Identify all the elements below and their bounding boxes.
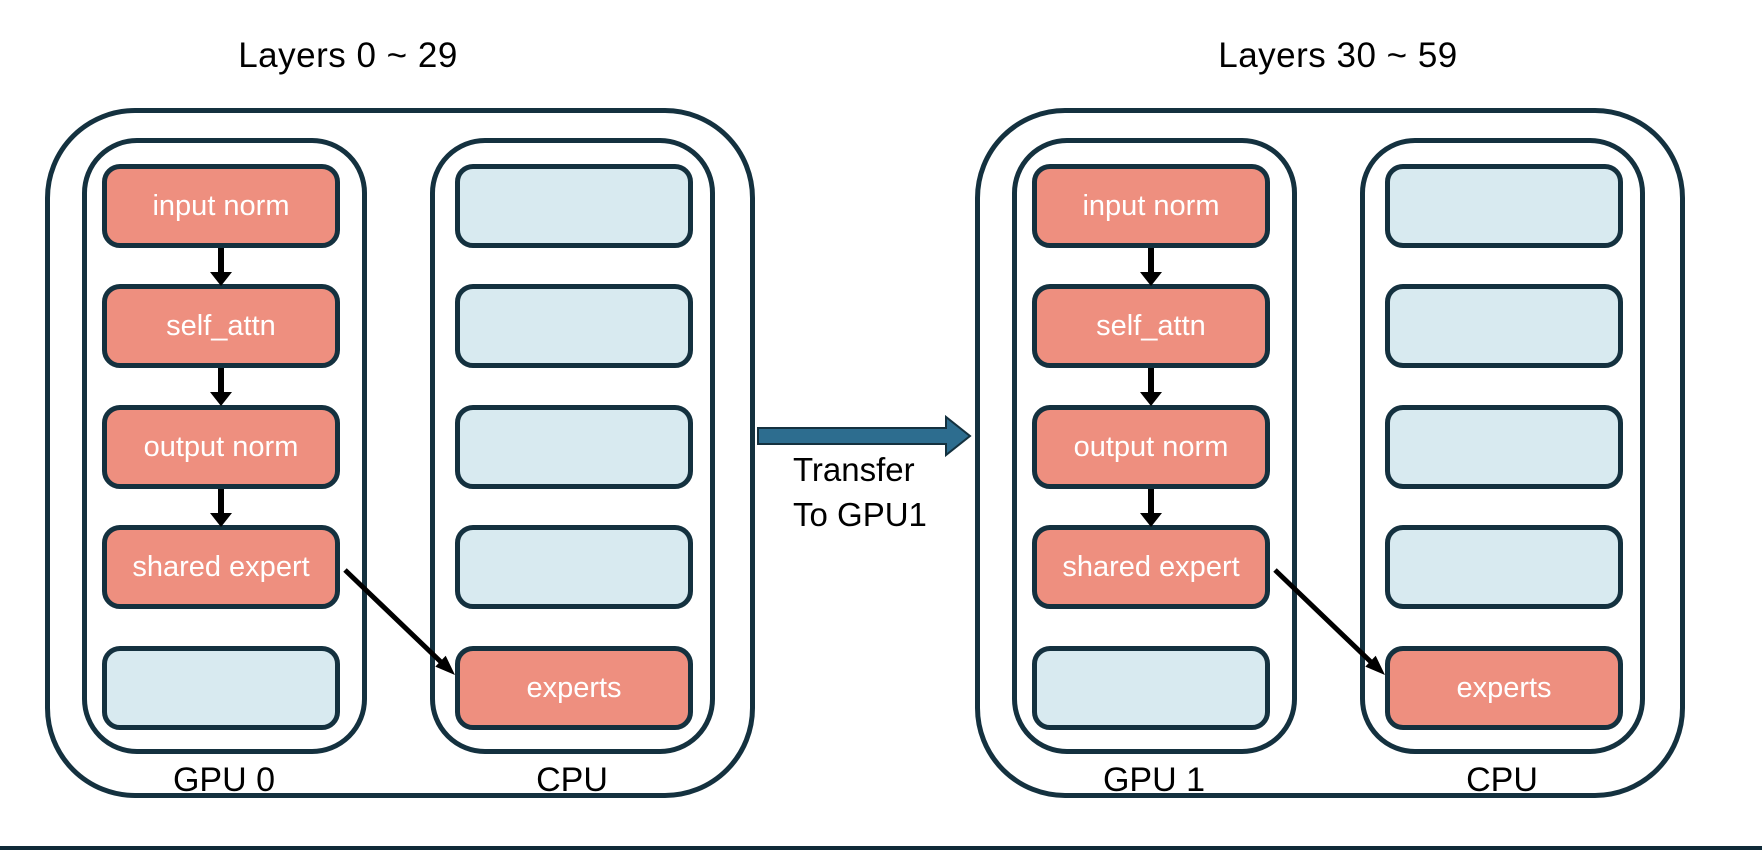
- cpu-slot-box: [1385, 525, 1623, 609]
- module-box-shared-expert: shared expert: [102, 525, 340, 609]
- cpu-slot-box: [455, 284, 693, 368]
- experts-box: experts: [1385, 646, 1623, 730]
- transfer-label-line1: Transfer: [793, 451, 915, 488]
- flow-arrow-icon: [205, 489, 237, 527]
- node-group-right: input norm self_attn output norm shared …: [975, 108, 1685, 799]
- module-box-input-norm: input norm: [1032, 164, 1270, 248]
- layer-range-title-right: Layers 30 ~ 59: [1218, 36, 1458, 75]
- flow-arrow-icon: [1135, 368, 1167, 406]
- empty-slot-box: [1032, 646, 1270, 730]
- cpu-slot-box: [455, 525, 693, 609]
- flow-arrow-icon: [1135, 489, 1167, 527]
- module-box-input-norm: input norm: [102, 164, 340, 248]
- module-box-shared-expert: shared expert: [1032, 525, 1270, 609]
- transfer-label: Transfer To GPU1: [793, 447, 927, 537]
- transfer-label-line2: To GPU1: [793, 496, 927, 533]
- cpu-slot-box: [455, 405, 693, 489]
- cpu-slot-box: [455, 164, 693, 248]
- cpu-slot-box: [1385, 164, 1623, 248]
- cpu-slot-box: [1385, 405, 1623, 489]
- offload-arrow-icon: [343, 568, 455, 675]
- experts-box: experts: [455, 646, 693, 730]
- flow-arrow-icon: [205, 368, 237, 406]
- empty-slot-box: [102, 646, 340, 730]
- node-group-left: input norm self_attn output norm shared …: [45, 108, 755, 799]
- flow-arrow-icon: [1135, 248, 1167, 286]
- bottom-accent-bar: [0, 846, 1762, 850]
- gpu-label: GPU 0: [172, 761, 276, 799]
- module-box-self-attn: self_attn: [1032, 284, 1270, 368]
- cpu-label: CPU: [536, 761, 608, 799]
- cpu-label: CPU: [1466, 761, 1538, 799]
- module-box-output-norm: output norm: [102, 405, 340, 489]
- gpu-label: GPU 1: [1102, 761, 1206, 799]
- cpu-slot-box: [1385, 284, 1623, 368]
- offload-arrow-icon: [1273, 568, 1385, 675]
- layer-range-title-left: Layers 0 ~ 29: [238, 36, 458, 75]
- flow-arrow-icon: [205, 248, 237, 286]
- module-box-self-attn: self_attn: [102, 284, 340, 368]
- transfer-arrow-icon: [757, 414, 972, 458]
- module-box-output-norm: output norm: [1032, 405, 1270, 489]
